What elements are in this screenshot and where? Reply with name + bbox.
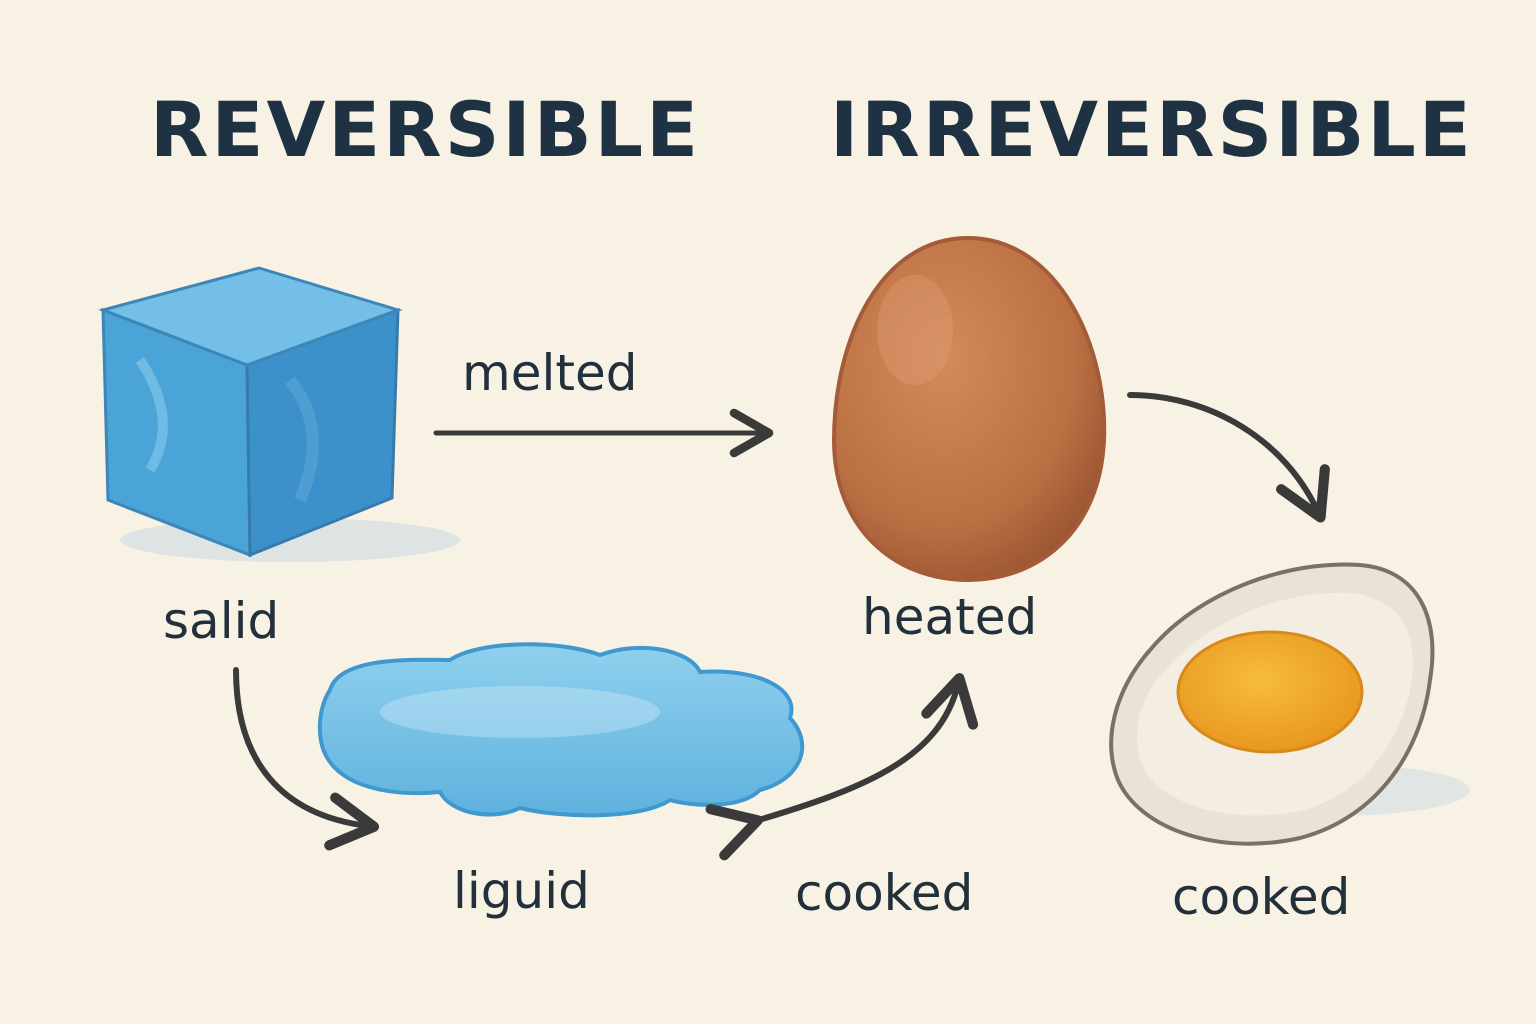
boiled-egg-half-icon — [1109, 562, 1470, 846]
arrow-solid-to-liquid — [233, 667, 380, 851]
brown-egg-icon — [831, 235, 1107, 583]
label-cooked-left: cooked — [795, 864, 974, 922]
arrow-egg-to-boiled — [1127, 392, 1330, 523]
heading-reversible: REVERSIBLE — [150, 85, 701, 174]
label-liquid: liguid — [453, 862, 590, 920]
ice-cube-icon — [98, 266, 460, 562]
water-puddle-icon — [317, 642, 805, 818]
label-melted: melted — [462, 344, 638, 402]
label-cooked-right: cooked — [1172, 868, 1351, 926]
heading-irreversible: IRREVERSIBLE — [830, 85, 1474, 174]
label-solid: salid — [163, 592, 280, 650]
label-heated: heated — [862, 588, 1038, 646]
arrow-cooked-double — [705, 673, 979, 861]
